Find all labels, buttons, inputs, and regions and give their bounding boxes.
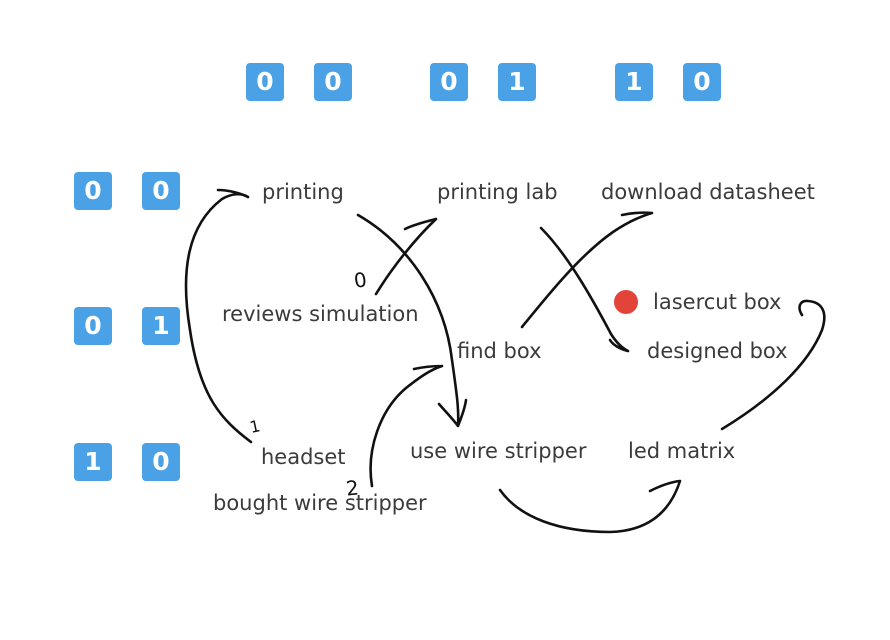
node-led-matrix: led matrix — [628, 439, 736, 463]
node-designed-box: designed box — [647, 339, 788, 363]
arrow-headset-to-printing — [184, 188, 253, 444]
node-reviews-simulation: reviews simulation — [222, 302, 419, 326]
row-header-3-bit-2: 0 — [142, 443, 180, 481]
arrow-bought-wire-stripper-to-find-box — [369, 364, 444, 488]
column-header-3-bit-1: 1 — [615, 63, 653, 101]
column-header-2-bit-1: 0 — [430, 63, 468, 101]
column-header-1-bit-1: 0 — [246, 63, 284, 101]
node-headset: headset — [261, 445, 346, 469]
arrow-find-box-to-download-datasheet — [520, 211, 654, 329]
node-lasercut-box: lasercut box — [653, 290, 782, 314]
arrow-reviews-to-printing-lab — [374, 217, 438, 296]
column-header-3-bit-2: 0 — [683, 63, 721, 101]
arrow-led-matrix-to-lasercut-box — [720, 299, 826, 431]
row-header-3-bit-1: 1 — [74, 443, 112, 481]
arrow-printing-lab-to-designed-box — [539, 226, 630, 353]
row-header-1-bit-1: 0 — [74, 172, 112, 210]
column-header-2-bit-2: 1 — [498, 63, 536, 101]
row-header-2-bit-1: 0 — [74, 307, 112, 345]
row-header-2-bit-2: 1 — [142, 307, 180, 345]
row-header-1-bit-2: 0 — [142, 172, 180, 210]
node-find-box: find box — [457, 339, 542, 363]
arrow-use-wire-stripper-to-led-matrix — [498, 479, 682, 534]
arrow-printing-to-use-wire-stripper — [356, 213, 468, 428]
node-bought-wire-stripper: bought wire stripper — [213, 491, 427, 515]
marker-dot — [614, 290, 638, 314]
column-header-1-bit-2: 0 — [314, 63, 352, 101]
node-printing-lab: printing lab — [437, 180, 558, 204]
node-use-wire-stripper: use wire stripper — [410, 439, 587, 463]
node-printing: printing — [262, 180, 344, 204]
node-download-datasheet: download datasheet — [601, 180, 815, 204]
